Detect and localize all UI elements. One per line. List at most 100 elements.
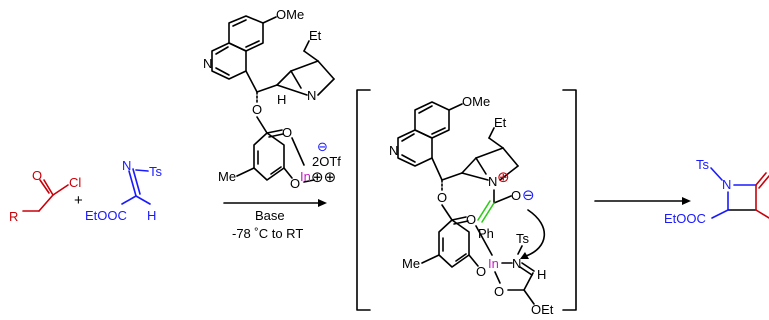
bond bbox=[475, 147, 504, 159]
transition-state-bracket bbox=[356, 89, 577, 311]
methyl-label: Me bbox=[218, 169, 236, 184]
carbonyl-o-label: O bbox=[282, 125, 292, 140]
bond bbox=[441, 204, 453, 221]
bond bbox=[128, 170, 137, 197]
ammonium-charge: ⊕ bbox=[497, 169, 510, 186]
phenoxide-o-label: O bbox=[476, 264, 486, 279]
bond bbox=[290, 70, 302, 89]
bond bbox=[266, 129, 283, 134]
ethyl-label: Et bbox=[494, 115, 507, 130]
quinoline-n-label: N bbox=[203, 56, 212, 71]
bond bbox=[455, 253, 467, 262]
phenoxide-o-label: O bbox=[290, 176, 300, 191]
tosyl-label: Ts bbox=[696, 157, 710, 172]
bond bbox=[499, 165, 519, 181]
quinoline-n-label: N bbox=[389, 143, 398, 158]
ether-o-label: O bbox=[437, 190, 447, 205]
counterion-label: 2OTf bbox=[312, 154, 341, 169]
enolate-charge: ⊖ bbox=[522, 187, 535, 204]
temperature-label: -78 ˚C to RT bbox=[232, 226, 303, 241]
ester-o-label: O bbox=[494, 284, 504, 299]
ether-o-label: O bbox=[252, 102, 262, 117]
bond bbox=[256, 84, 278, 93]
bond bbox=[758, 175, 769, 189]
bond bbox=[256, 116, 268, 134]
bond bbox=[418, 105, 433, 114]
bond bbox=[270, 166, 282, 175]
left-bracket bbox=[356, 89, 371, 311]
bond bbox=[502, 147, 519, 167]
methyl-label: Me bbox=[402, 256, 420, 271]
bond bbox=[710, 167, 723, 181]
reaction-arrow-2 bbox=[594, 197, 691, 205]
bond bbox=[245, 70, 258, 93]
arrow-head bbox=[682, 197, 691, 205]
bond bbox=[215, 67, 230, 76]
lactam-n-label: N bbox=[722, 177, 731, 192]
bond bbox=[215, 46, 229, 55]
ammonium-n-label: N bbox=[488, 174, 497, 189]
bond bbox=[290, 60, 319, 72]
bond bbox=[121, 195, 137, 205]
imine-reactant: N Ts EtOOC H bbox=[85, 158, 163, 223]
stereo-h-label: H bbox=[277, 92, 286, 107]
methoxy-label: OMe bbox=[462, 94, 490, 109]
chiral-indium-catalyst: N OMe O Et N H O Me O In bbox=[203, 7, 341, 191]
ester-label: EtOOC bbox=[664, 211, 706, 226]
right-bracket bbox=[562, 89, 577, 311]
pyridine-ring bbox=[211, 42, 247, 80]
bond bbox=[43, 179, 54, 196]
bond bbox=[132, 168, 141, 195]
enolate-double-bond bbox=[481, 202, 495, 223]
bond bbox=[276, 70, 292, 86]
bond bbox=[475, 157, 487, 175]
counterion-anion-charge: ⊖ bbox=[317, 139, 328, 154]
bond bbox=[262, 16, 277, 24]
bond bbox=[283, 167, 293, 179]
bond bbox=[441, 172, 463, 181]
cation-charges: ⊕⊕ bbox=[311, 169, 336, 186]
imine-double-bond bbox=[521, 262, 535, 272]
base-reagent-label: Base bbox=[255, 208, 285, 223]
bond bbox=[276, 84, 308, 96]
quinuclidine-n-label: N bbox=[307, 88, 316, 103]
carbonyl-oxygen-label: O bbox=[32, 168, 42, 183]
chlorine-label: Cl bbox=[69, 175, 81, 190]
ester-label: EtOOC bbox=[85, 208, 127, 223]
bond bbox=[755, 209, 769, 219]
bond bbox=[488, 127, 495, 139]
imine-n-label: N bbox=[512, 256, 521, 271]
methoxy-label: OMe bbox=[276, 7, 304, 22]
tosyl-label: Ts bbox=[149, 164, 163, 179]
bond bbox=[135, 195, 151, 205]
carbonyl-o-label: O bbox=[466, 212, 476, 227]
coordination-bond bbox=[291, 137, 305, 166]
r-group-label: R bbox=[9, 209, 18, 224]
bond bbox=[517, 245, 523, 255]
ester-oet-label: OEt bbox=[531, 302, 554, 317]
bond bbox=[303, 50, 319, 62]
bond bbox=[431, 127, 446, 135]
imine-hydrogen-label: H bbox=[147, 208, 156, 223]
bond bbox=[401, 133, 415, 142]
curved-electron-arrow bbox=[525, 209, 546, 257]
ethyl-label: Et bbox=[309, 28, 322, 43]
bond bbox=[523, 272, 534, 291]
bond bbox=[711, 209, 729, 219]
curved-arrow-head bbox=[520, 252, 529, 259]
bond bbox=[317, 78, 335, 96]
bond bbox=[303, 179, 315, 183]
arrow-head bbox=[318, 199, 327, 207]
coordination-bond bbox=[494, 271, 501, 284]
enolate-double-bond bbox=[477, 200, 491, 221]
bond bbox=[135, 169, 149, 172]
pyridine-ring bbox=[397, 129, 433, 167]
bond bbox=[401, 154, 416, 163]
bond bbox=[421, 254, 440, 264]
bond bbox=[488, 137, 504, 149]
bond bbox=[236, 167, 255, 177]
bond bbox=[38, 194, 54, 212]
ion-pair-intermediate: N OMe O Et N ⊕ O ⊖ Ph O bbox=[389, 94, 554, 317]
imine-h-label: H bbox=[537, 267, 546, 282]
